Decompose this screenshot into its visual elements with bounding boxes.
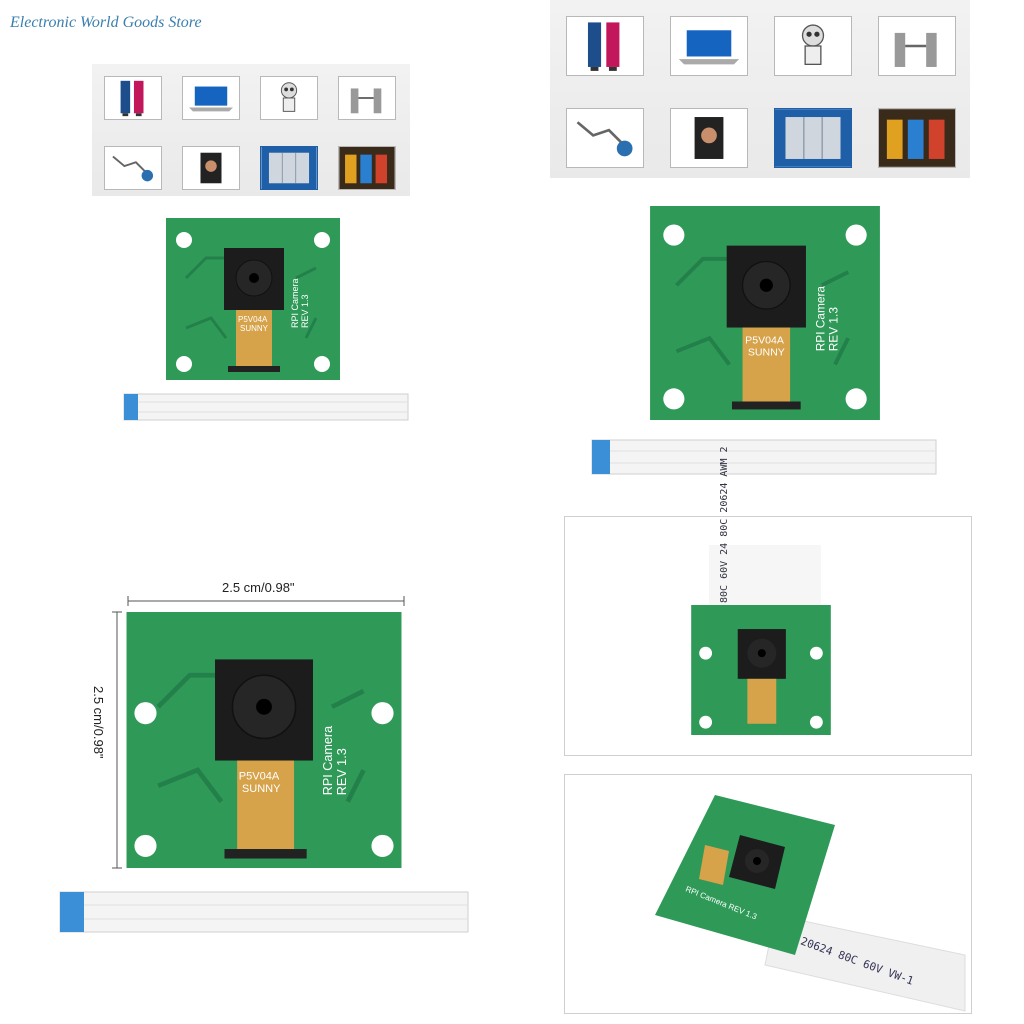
robot-icon	[774, 16, 852, 76]
svg-text:80C 60V 24 80C 20624 AWM 2: 80C 60V 24 80C 20624 AWM 2	[719, 446, 730, 603]
svg-text:RPI Camera: RPI Camera	[290, 278, 300, 328]
face-scanner-icon	[670, 108, 748, 168]
panel-camera-angled: AWM 20624 80C 60V VW-1 RPI Camera REV 1.…	[564, 774, 972, 1014]
camera-module-angled: AWM 20624 80C 60V VW-1 RPI Camera REV 1.…	[655, 795, 966, 1012]
svg-text:REV 1.3: REV 1.3	[335, 748, 349, 795]
atm-icon	[878, 108, 956, 168]
svg-text:P5V04A: P5V04A	[745, 334, 785, 346]
camera-module-top-left: P5V04A SUNNY RPI Camera REV 1.3	[166, 218, 340, 380]
ribbon-cable-dimensions	[59, 891, 469, 933]
face-scanner-icon	[182, 146, 240, 190]
kiosk-display-icon	[104, 76, 162, 120]
svg-text:REV 1.3: REV 1.3	[827, 307, 841, 352]
height-dimension-label: 2.5 cm/0.98"	[91, 686, 106, 759]
ribbon-cable-top-left	[123, 393, 409, 421]
ribbon-cable-top-right	[591, 439, 937, 475]
atm-icon	[338, 146, 396, 190]
locker-icon	[260, 146, 318, 190]
svg-text:P5V04A: P5V04A	[238, 315, 268, 324]
locker-icon	[774, 108, 852, 168]
turnstile-gate-icon	[338, 76, 396, 120]
svg-text:SUNNY: SUNNY	[242, 783, 281, 795]
store-title: Electronic World Goods Store	[10, 14, 202, 31]
robot-icon	[260, 76, 318, 120]
laptop-icon	[670, 16, 748, 76]
svg-text:RPI Camera: RPI Camera	[813, 286, 827, 352]
svg-text:P5V04A: P5V04A	[239, 771, 280, 783]
panel-camera-with-cable: 80C 60V 24 80C 20624 AWM 2	[564, 446, 972, 756]
kiosk-display-icon	[566, 16, 644, 76]
application-strip-right	[550, 0, 970, 178]
svg-text:RPI Camera: RPI Camera	[321, 725, 335, 795]
camera-module-mid-right	[691, 605, 831, 735]
camera-module-dimensions: P5V04A SUNNY RPI Camera REV 1.3	[126, 612, 402, 868]
robot-arm-icon	[104, 146, 162, 190]
svg-text:SUNNY: SUNNY	[748, 346, 785, 358]
camera-module-top-right: P5V04A SUNNY RPI Camera REV 1.3	[650, 206, 880, 420]
height-dimension-line	[112, 611, 122, 869]
svg-text:SUNNY: SUNNY	[240, 324, 269, 333]
application-strip-left	[92, 64, 410, 196]
turnstile-gate-icon	[878, 16, 956, 76]
svg-text:REV 1.3: REV 1.3	[300, 294, 310, 328]
robot-arm-icon	[566, 108, 644, 168]
width-dimension-line	[127, 596, 405, 606]
laptop-icon	[182, 76, 240, 120]
width-dimension-label: 2.5 cm/0.98"	[222, 580, 295, 595]
